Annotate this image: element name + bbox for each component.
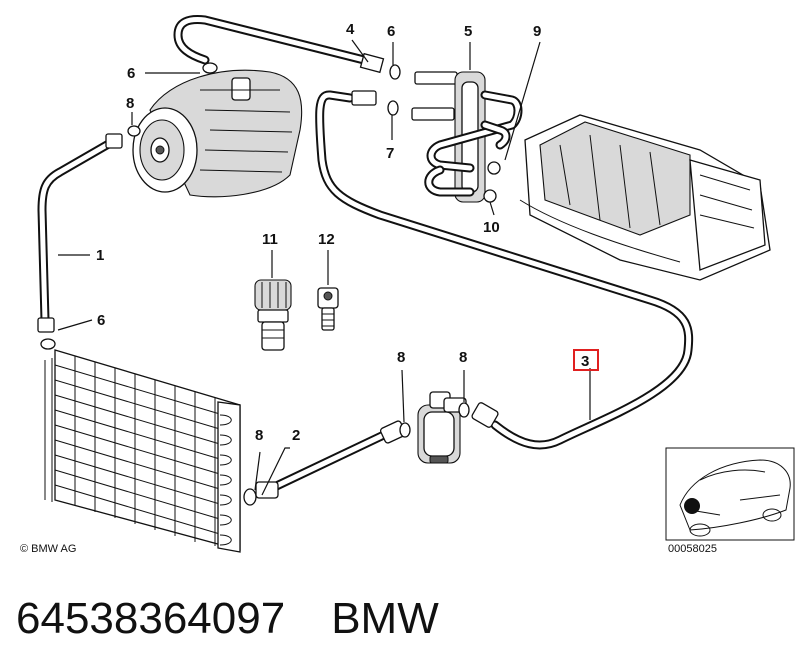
brand-name: BMW — [331, 594, 439, 643]
image-number: 00058025 — [668, 543, 717, 555]
pressure-hose-item-3 — [315, 90, 694, 450]
callout-10: 10 — [483, 219, 500, 236]
o-rings — [40, 62, 470, 506]
callout-12: 12 — [318, 231, 335, 248]
bolt-item-12 — [317, 287, 339, 331]
ac-compressor — [132, 69, 303, 198]
callout-9: 9 — [533, 23, 541, 40]
pressure-switch-item-11 — [254, 279, 292, 351]
callout-6b: 6 — [387, 23, 395, 40]
part-number: 64538364097 — [16, 594, 286, 643]
callout-6a: 6 — [127, 65, 135, 82]
condenser-pipe-item-1 — [37, 133, 123, 333]
callout-11: 11 — [262, 231, 278, 248]
callout-5: 5 — [464, 23, 472, 40]
evaporator-housing — [519, 114, 771, 281]
leader-lines — [57, 39, 591, 496]
callout-4: 4 — [346, 21, 355, 38]
callout-8c: 8 — [459, 349, 467, 366]
car-locator-inset — [665, 447, 795, 541]
expansion-valve — [411, 71, 523, 203]
callout-8d: 8 — [255, 427, 263, 444]
suction-pipe — [173, 15, 385, 74]
copyright-text: © BMW AG — [20, 543, 76, 555]
ac-hose-diagram: 1 2 3 4 5 6 6 6 7 8 8 8 8 9 10 11 12 © B… — [20, 15, 795, 555]
condenser — [44, 349, 241, 553]
callout-labels: 1 2 3 4 5 6 6 6 7 8 8 8 8 9 10 11 12 — [96, 21, 599, 444]
callout-8a: 8 — [126, 95, 134, 112]
callout-3: 3 — [581, 353, 589, 370]
callout-2: 2 — [292, 427, 300, 444]
locator-dot — [684, 498, 700, 514]
callout-6c: 6 — [97, 312, 105, 329]
callout-3-highlight — [573, 349, 599, 371]
part-footer: 64538364097 BMW — [16, 584, 439, 654]
callout-1: 1 — [96, 247, 104, 264]
receiver-dryer — [417, 391, 467, 464]
dryer-pipe-item-2 — [255, 420, 407, 499]
callout-8b: 8 — [397, 349, 405, 366]
callout-7: 7 — [386, 145, 394, 162]
